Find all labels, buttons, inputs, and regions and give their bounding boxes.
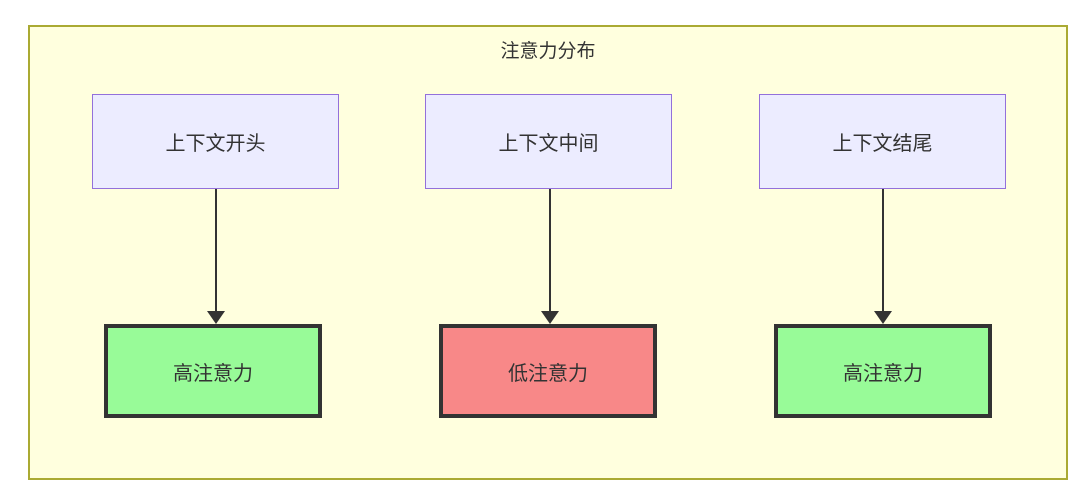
arrow-context-start-to-high-attention — [207, 189, 225, 324]
node-attention-high-1: 高注意力 — [104, 324, 322, 418]
node-context-middle: 上下文中间 — [425, 94, 672, 189]
node-context-start: 上下文开头 — [92, 94, 339, 189]
arrow-shaft — [549, 189, 551, 311]
arrowhead-down-icon — [207, 311, 225, 324]
subgraph-attention-distribution: 注意力分布 上下文开头 上下文中间 上下文结尾 高注意力 低注意力 — [28, 25, 1068, 480]
diagram-title: 注意力分布 — [500, 41, 596, 62]
arrow-shaft — [882, 189, 884, 311]
node-context-middle-label: 上下文中间 — [498, 133, 599, 155]
arrowhead-down-icon — [874, 311, 892, 324]
arrow-context-end-to-high-attention — [874, 189, 892, 324]
node-attention-high-2: 高注意力 — [774, 324, 992, 418]
node-context-end-label: 上下文结尾 — [832, 133, 933, 155]
arrowhead-down-icon — [541, 311, 559, 324]
arrow-context-middle-to-low-attention — [541, 189, 559, 324]
arrow-shaft — [215, 189, 217, 311]
node-attention-high-2-label: 高注意力 — [843, 362, 923, 385]
node-context-start-label: 上下文开头 — [165, 133, 266, 155]
node-context-end: 上下文结尾 — [759, 94, 1006, 189]
node-attention-low: 低注意力 — [439, 324, 657, 418]
node-attention-high-1-label: 高注意力 — [173, 362, 253, 385]
node-attention-low-label: 低注意力 — [508, 362, 588, 385]
